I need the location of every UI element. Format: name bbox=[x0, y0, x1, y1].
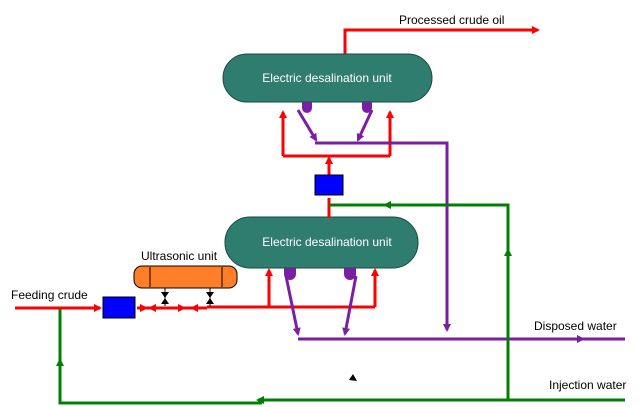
upper-left-electrode bbox=[302, 102, 312, 113]
lower-disposed-lines bbox=[284, 275, 625, 343]
upper-mixing-valve bbox=[314, 174, 344, 196]
ultrasonic-unit-label: Ultrasonic unit bbox=[141, 249, 218, 263]
lower-right-electrode bbox=[344, 268, 356, 280]
injection-water-lines bbox=[56, 201, 625, 405]
feed-mixing-valve bbox=[102, 296, 136, 319]
pointer-icon bbox=[349, 374, 357, 381]
ultrasonic-unit bbox=[133, 265, 238, 289]
upper-right-electrode bbox=[362, 102, 372, 113]
lower-unit-label: Electric desalination unit bbox=[262, 235, 392, 249]
feed-valves bbox=[140, 304, 198, 312]
disposed-water-label: Disposed water bbox=[534, 319, 617, 333]
ultrasonic-connectors bbox=[161, 288, 214, 306]
processed-crude-outlet-line bbox=[343, 26, 540, 56]
processed-crude-oil-label: Processed crude oil bbox=[399, 13, 504, 27]
injection-water-label: Injection water bbox=[549, 378, 626, 392]
feeding-crude-label: Feeding crude bbox=[11, 288, 88, 302]
lower-desalination-unit: Electric desalination unit bbox=[224, 216, 419, 269]
upper-unit-label: Electric desalination unit bbox=[262, 71, 392, 85]
upper-desalination-unit: Electric desalination unit bbox=[222, 53, 433, 103]
upper-disposed-lines bbox=[296, 109, 451, 332]
